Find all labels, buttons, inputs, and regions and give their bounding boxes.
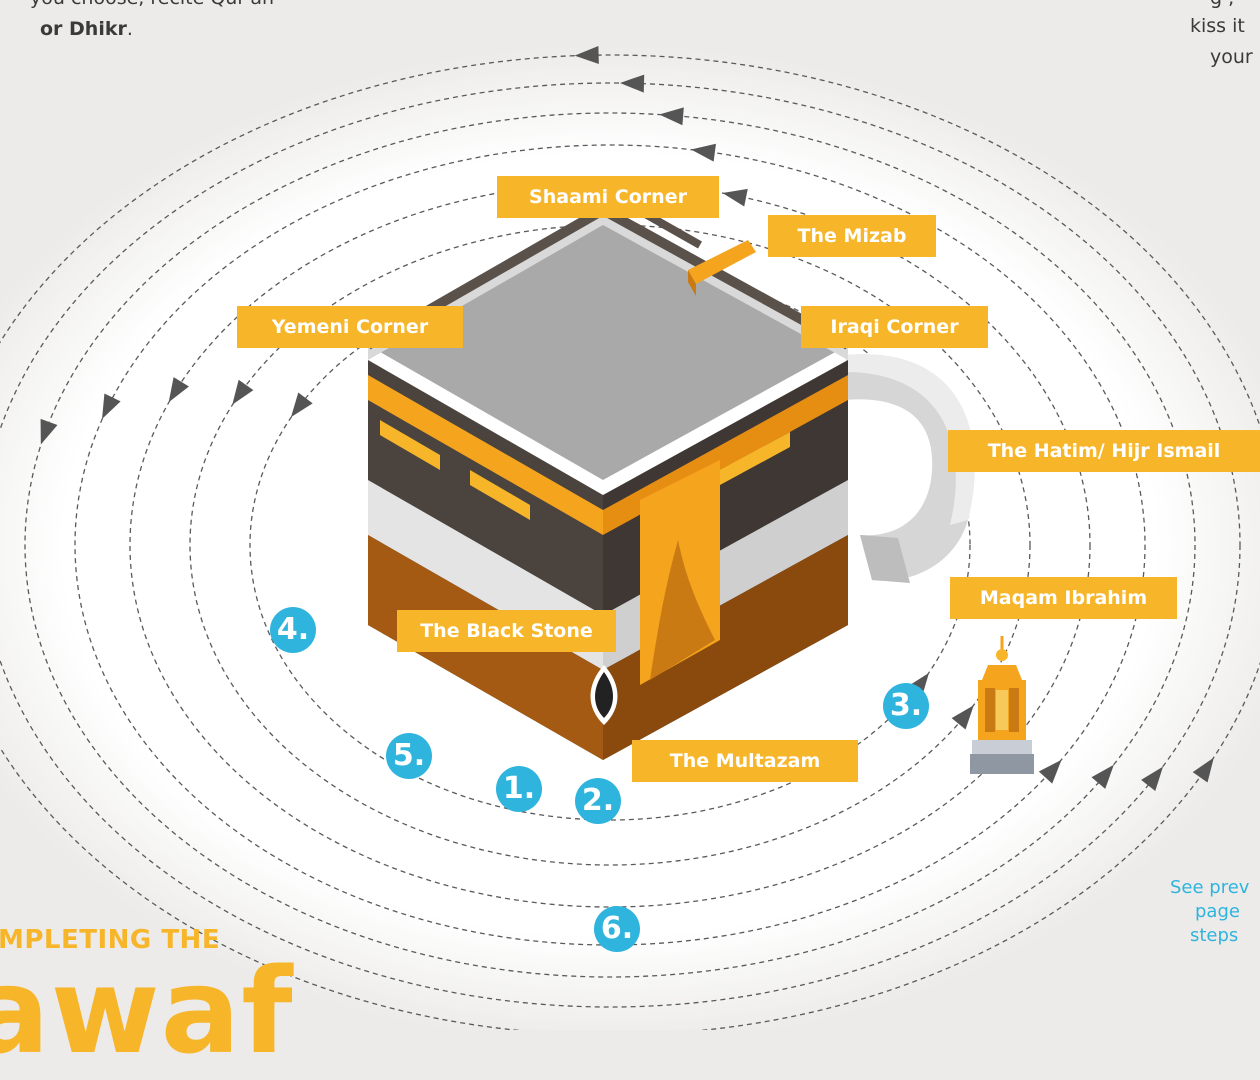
circuit-arrows: [40, 45, 1214, 791]
counterclockwise-arrow-icon: [102, 393, 121, 419]
step-number-5: 5.: [386, 733, 432, 779]
label-maqam-ibrahim: Maqam Ibrahim: [950, 577, 1177, 619]
side-note-line3: steps: [1190, 925, 1239, 946]
orbit-ring: [0, 82, 1241, 1008]
hatim-wall: [845, 354, 975, 583]
mizab-spout: [688, 240, 756, 284]
black-stone-icon: [590, 665, 618, 725]
step-number-2: 2.: [575, 778, 621, 824]
label-black-stone: The Black Stone: [397, 610, 616, 652]
intro-text-line1: you choose, recite Qur'an: [30, 0, 274, 12]
counterclockwise-arrow-icon: [691, 143, 716, 162]
step-number-6: 6.: [594, 906, 640, 952]
intro-text-line2: or Dhikr.: [40, 17, 133, 43]
kaaba: [365, 186, 851, 760]
step-number-4: 4.: [270, 607, 316, 653]
maqam-ibrahim-shrine: [970, 636, 1034, 774]
heading-small: MPLETING THE: [0, 925, 221, 955]
counterclockwise-arrow-icon: [168, 377, 189, 403]
label-iraqi-corner: Iraqi Corner: [801, 306, 988, 348]
right-text-line1: g ,: [1210, 0, 1234, 12]
counterclockwise-arrow-icon: [574, 45, 599, 64]
counterclockwise-arrow-icon: [659, 107, 684, 126]
counterclockwise-arrow-icon: [619, 74, 645, 93]
circuit-orbits: [0, 54, 1260, 1030]
counterclockwise-arrow-icon: [40, 418, 58, 445]
right-text-line2: kiss it: [1190, 15, 1245, 37]
heading-big: awaf: [0, 942, 294, 1080]
orbit-ring: [24, 112, 1196, 978]
label-yemeni-corner: Yemeni Corner: [237, 306, 463, 348]
counterclockwise-arrow-icon: [1192, 757, 1214, 783]
label-hatim: The Hatim/ Hijr Ismail: [948, 430, 1260, 472]
step-number-1: 1.: [496, 766, 542, 812]
side-note-line1: See prev: [1170, 877, 1250, 898]
counterclockwise-arrow-icon: [907, 672, 930, 698]
counterclockwise-arrow-icon: [232, 379, 254, 405]
side-note-line2: page: [1195, 901, 1240, 922]
right-text-line3: your: [1210, 46, 1253, 68]
step-number-3: 3.: [883, 683, 929, 729]
counterclockwise-arrow-icon: [1091, 764, 1114, 789]
counterclockwise-arrow-icon: [290, 392, 313, 418]
counterclockwise-arrow-icon: [1038, 759, 1062, 784]
intro-text-bold: or Dhikr: [40, 18, 127, 40]
label-shaami-corner: Shaami Corner: [497, 176, 719, 218]
counterclockwise-arrow-icon: [951, 705, 974, 730]
tawaf-diagram: [0, 45, 1260, 1030]
counterclockwise-arrow-icon: [722, 188, 748, 207]
orbit-ring: [0, 54, 1260, 1030]
counterclockwise-arrow-icon: [1141, 766, 1164, 791]
label-mizab: The Mizab: [768, 215, 936, 257]
label-multazam: The Multazam: [632, 740, 858, 782]
orbit-ring: [249, 269, 971, 821]
intro-text-tail: .: [126, 18, 133, 40]
